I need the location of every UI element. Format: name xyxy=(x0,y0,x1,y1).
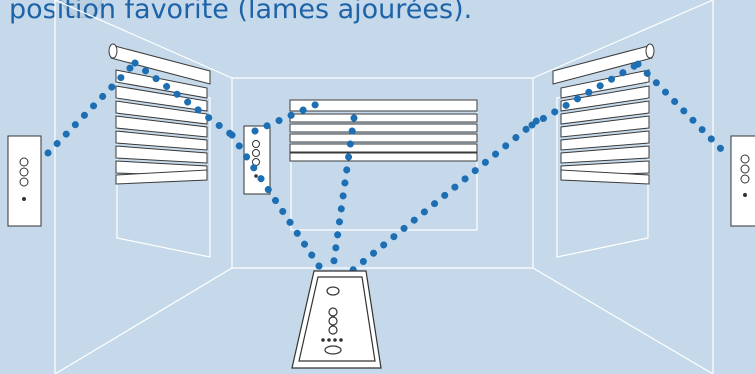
venetian-blind-icon xyxy=(552,43,655,185)
wall-switch-icon xyxy=(7,135,42,227)
blind-left xyxy=(108,43,211,185)
venetian-blind-icon xyxy=(108,43,211,185)
wall-switch-icon xyxy=(730,135,755,227)
blind-center xyxy=(289,99,478,162)
switch-left xyxy=(7,135,42,227)
venetian-blind-icon xyxy=(289,99,478,162)
remote-control-icon xyxy=(291,270,382,369)
wall-switch-icon xyxy=(243,125,271,195)
radio-signal-dotted-line xyxy=(44,59,730,282)
switch-center xyxy=(243,125,271,195)
blind-right xyxy=(552,43,655,185)
remote-control xyxy=(291,270,382,369)
switch-right xyxy=(730,135,755,227)
instruction-text: position favorite (lames ajourées). xyxy=(9,0,473,25)
